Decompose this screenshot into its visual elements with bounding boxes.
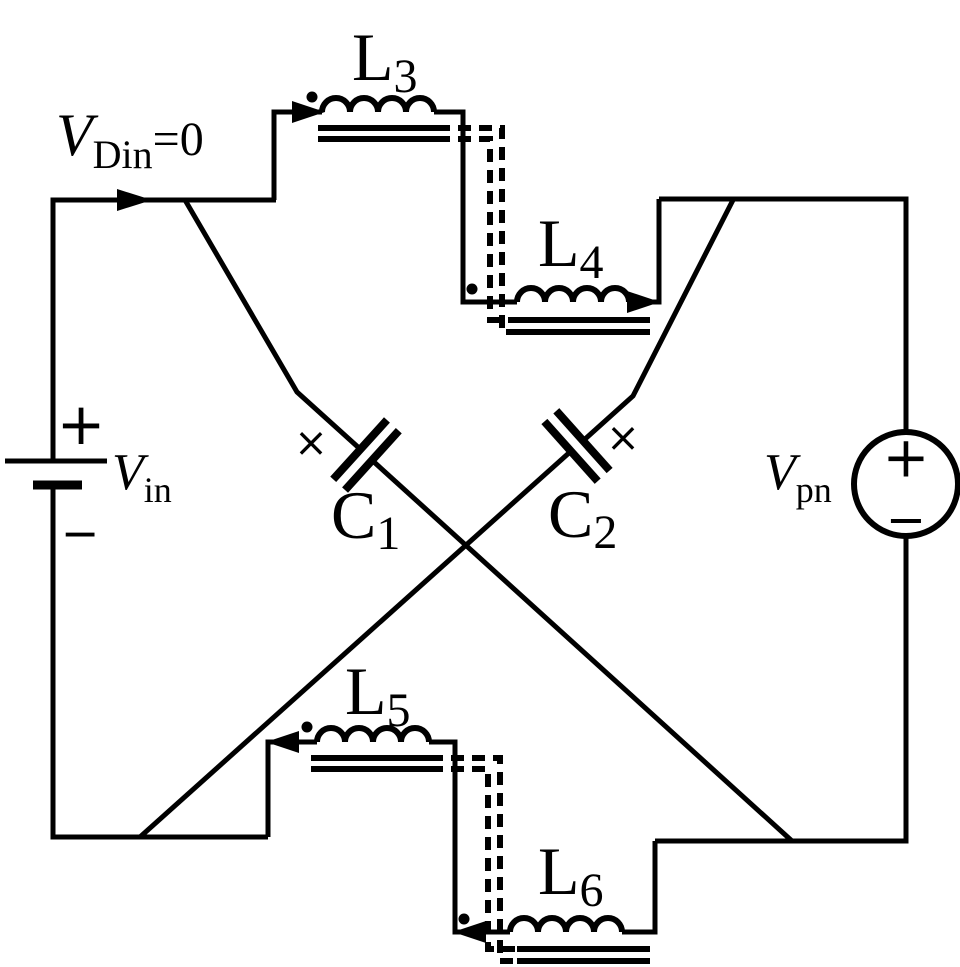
current-arrow-l5 — [266, 731, 299, 753]
current-arrow-l4 — [627, 291, 660, 313]
polarity-dot-l4 — [466, 283, 478, 295]
inductor-l4-coil — [514, 285, 632, 303]
core-dashed-link-l3-l4-outer — [437, 125, 517, 335]
core-dashed-link-l5-l6-inner — [430, 766, 517, 952]
inductor-l5-coil — [314, 725, 432, 743]
core-dashed-link-l3-l4-inner — [437, 136, 517, 323]
capacitor-c2-plate-right — [553, 408, 613, 474]
wire-c1-branch-upper — [182, 198, 361, 450]
current-arrow-l3 — [292, 101, 325, 123]
wire-right-rail-upper-and-top-right — [659, 196, 909, 433]
label-vpn: Vpn — [764, 444, 832, 510]
wire-l6-out-riser — [622, 841, 658, 935]
battery-plus-sign: + — [57, 390, 106, 458]
polarity-dot-l5 — [301, 721, 313, 733]
wire-c2-branch-lower — [138, 450, 572, 839]
wire-left-rail-lower-and-bottom-left — [50, 485, 268, 840]
label-l6: L6 — [538, 833, 604, 917]
capacitor-c1-plates — [330, 417, 402, 493]
polarity-dot-l3 — [306, 91, 318, 103]
wire-top-left-and-left-rail-upper — [50, 197, 276, 461]
inductor-l6-coil — [507, 915, 625, 933]
c2-polarity-cross-mark: × — [606, 415, 640, 461]
current-arrow-input — [117, 189, 152, 211]
label-l4: L4 — [538, 205, 604, 289]
wire-l4-riser-and-out — [629, 199, 662, 305]
capacitor-c1-plate-left — [330, 417, 390, 482]
capacitor-c2-plate-left — [541, 418, 601, 484]
wire-c1-branch-lower — [372, 460, 794, 843]
wire-c2-branch-upper — [582, 198, 736, 442]
label-c2: C2 — [548, 476, 617, 559]
label-l3: L3 — [352, 19, 418, 103]
source-plus-sign: + — [883, 426, 930, 491]
source-vpn-circle — [851, 429, 960, 539]
capacitor-c1-plate-right — [342, 428, 402, 493]
inductor-l3-coil — [319, 95, 437, 113]
c1-polarity-cross-mark: × — [294, 420, 328, 466]
current-arrow-l6 — [453, 921, 486, 943]
polarity-dot-l6 — [458, 913, 470, 925]
source-minus-sign: − — [886, 492, 926, 548]
wire-bottom-right-and-right-rail-lower — [655, 535, 909, 844]
wire-l5-riser-and-lead-in — [265, 739, 317, 837]
label-vdin: VDin=0 — [56, 102, 204, 177]
label-c1: C1 — [331, 477, 400, 560]
capacitor-c2-plates — [541, 408, 613, 484]
battery-minus-sign: − — [61, 506, 100, 560]
core-dashed-link-l5-l6-outer — [430, 755, 517, 964]
label-vin: Vin — [112, 444, 172, 510]
label-l5: L5 — [345, 653, 411, 737]
wire-l3-lead-in-riser — [271, 109, 322, 200]
